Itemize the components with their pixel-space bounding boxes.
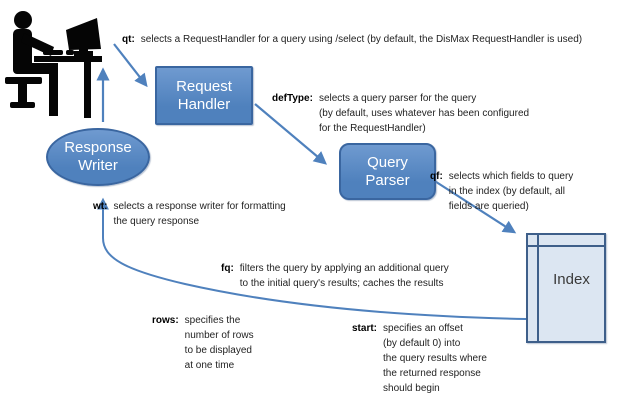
person-at-computer-icon <box>5 11 102 118</box>
node-label: Response <box>64 139 132 156</box>
param-term: wt: <box>93 201 108 212</box>
node-index: Index <box>526 233 606 343</box>
node-label: Writer <box>78 157 118 174</box>
param-description: selects a RequestHandler for a query usi… <box>140 34 583 45</box>
param-description: selects a query parser for the query (by… <box>318 93 530 134</box>
param-term: rows: <box>152 315 179 326</box>
param-description: selects which fields to query in the ind… <box>448 171 574 212</box>
node-response-writer: Response Writer <box>46 128 150 186</box>
node-label: Query <box>367 153 408 171</box>
node-request-handler: Request Handler <box>155 66 253 125</box>
index-header-line <box>528 245 604 247</box>
node-label: Parser <box>365 171 410 189</box>
index-spine-line <box>537 235 539 341</box>
param-term: qf: <box>430 171 443 182</box>
param-description: selects a response writer for formatting… <box>113 201 286 227</box>
node-label: Request <box>176 77 232 95</box>
annotation-qt: qt: selects a RequestHandler for a query… <box>122 32 582 47</box>
param-term: fq: <box>221 263 234 274</box>
annotation-rows: rows: specifies the number of rows to be… <box>152 313 254 373</box>
param-description: filters the query by applying an additio… <box>239 263 449 289</box>
param-term: defType: <box>272 93 313 104</box>
annotation-deftype: defType: selects a query parser for the … <box>272 91 529 136</box>
annotation-wt: wt: selects a response writer for format… <box>93 199 286 229</box>
annotation-start: start: specifies an offset (by default 0… <box>352 321 487 396</box>
param-term: qt: <box>122 34 135 45</box>
param-description: specifies an offset (by default 0) into … <box>383 323 487 394</box>
node-label: Index <box>553 271 590 288</box>
param-description: specifies the number of rows to be displ… <box>184 315 254 371</box>
annotation-qf: qf: selects which fields to query in the… <box>430 169 573 214</box>
param-term: start: <box>352 323 378 334</box>
node-query-parser: Query Parser <box>339 143 436 200</box>
node-label: Handler <box>177 95 231 113</box>
annotation-fq: fq: filters the query by applying an add… <box>221 261 449 291</box>
arrow-qt <box>113 43 148 88</box>
